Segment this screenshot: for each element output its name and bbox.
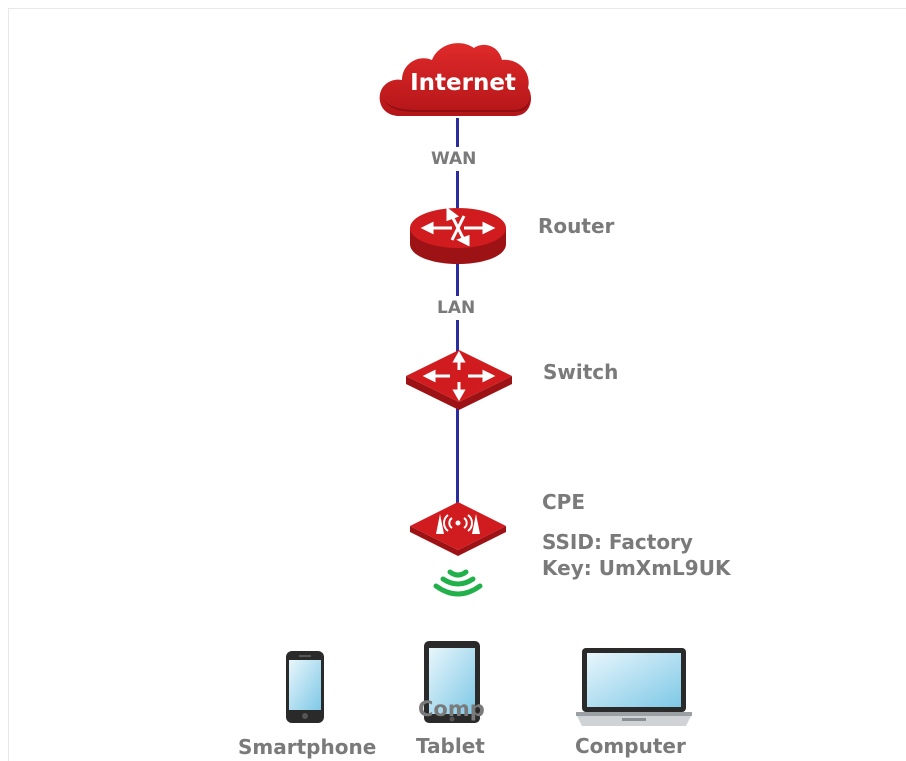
router-icon	[410, 207, 506, 264]
router-label: Router	[538, 214, 615, 238]
switch-label: Switch	[543, 360, 619, 384]
tablet-overlap-label: Comp	[418, 697, 485, 721]
computer-icon	[576, 648, 692, 726]
tablet-icon	[424, 641, 480, 723]
computer-label: Computer	[575, 734, 686, 758]
switch-icon	[406, 350, 512, 410]
internet-label: Internet	[410, 70, 516, 96]
cpe-ssid-label: SSID: Factory	[542, 530, 693, 554]
cpe-key-label: Key: UmXmL9UK	[542, 556, 731, 580]
wifi-signal-icon	[433, 569, 483, 597]
tablet-label: Tablet	[416, 734, 485, 758]
lan-label: LAN	[437, 296, 476, 320]
internet-cloud-icon	[379, 43, 532, 116]
smartphone-label: Smartphone	[238, 735, 377, 759]
wan-label: WAN	[431, 147, 477, 171]
smartphone-icon	[286, 651, 324, 723]
cpe-icon	[410, 502, 506, 556]
switch-cpe-link-line	[456, 405, 459, 507]
cpe-label: CPE	[542, 490, 585, 514]
